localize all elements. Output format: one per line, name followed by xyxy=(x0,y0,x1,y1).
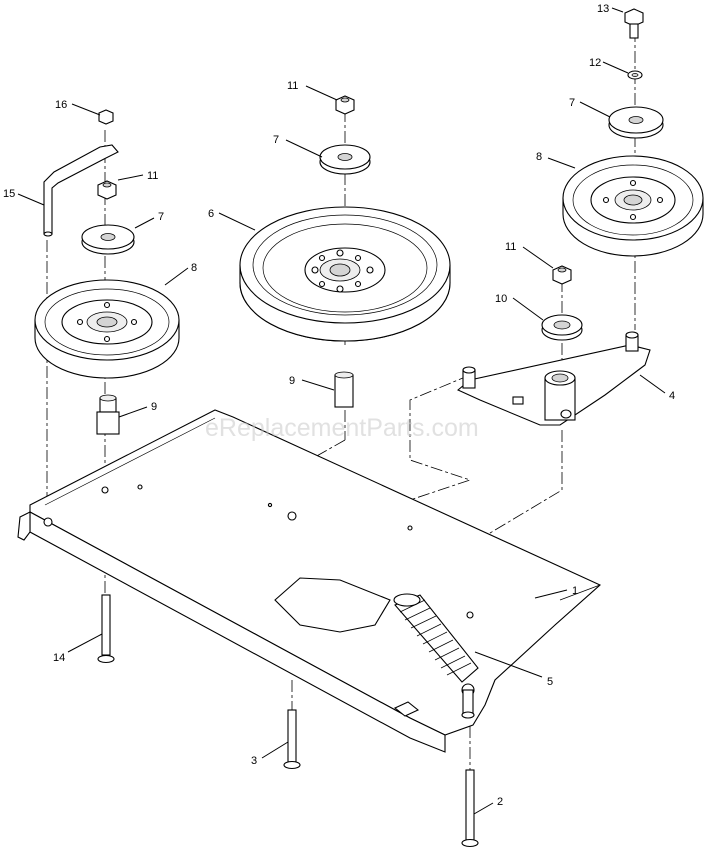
idler-arm xyxy=(456,331,651,426)
callout-7: 7 xyxy=(569,97,575,109)
callout-16: 16 xyxy=(55,99,67,111)
callout-4: 4 xyxy=(669,390,675,402)
callout-15: 15 xyxy=(3,188,15,200)
right-pulley xyxy=(562,155,704,257)
bolts-lower xyxy=(97,594,479,848)
washers xyxy=(81,70,664,341)
watermark: eReplacementParts.com xyxy=(205,414,479,442)
callout-3: 3 xyxy=(251,755,257,767)
nuts xyxy=(97,95,572,285)
center-pulley xyxy=(239,206,451,342)
callout-8: 8 xyxy=(536,151,542,163)
callout-11: 11 xyxy=(147,170,158,182)
callout-labels: 13 12 7 8 11 10 4 11 7 6 9 16 11 15 7 8 … xyxy=(3,3,675,808)
callout-2: 2 xyxy=(497,796,503,808)
callout-8: 8 xyxy=(191,262,197,274)
callout-9: 9 xyxy=(289,375,295,387)
callout-10: 10 xyxy=(495,293,507,305)
bolt-13 xyxy=(624,8,644,39)
callout-5: 5 xyxy=(547,676,553,688)
callout-1: 1 xyxy=(572,585,578,597)
callout-7: 7 xyxy=(158,211,164,223)
callout-6: 6 xyxy=(208,208,214,220)
callout-14: 14 xyxy=(53,652,65,664)
callout-7: 7 xyxy=(273,134,279,146)
callout-12: 12 xyxy=(589,57,601,69)
callout-11: 11 xyxy=(505,241,516,253)
callout-13: 13 xyxy=(597,3,609,15)
left-pulley xyxy=(34,279,180,379)
rod-15 xyxy=(43,144,119,237)
extension-spring xyxy=(393,593,479,719)
bushings xyxy=(96,371,354,435)
callout-9: 9 xyxy=(151,401,157,413)
leader-lines xyxy=(17,7,666,815)
callout-11: 11 xyxy=(287,80,298,92)
